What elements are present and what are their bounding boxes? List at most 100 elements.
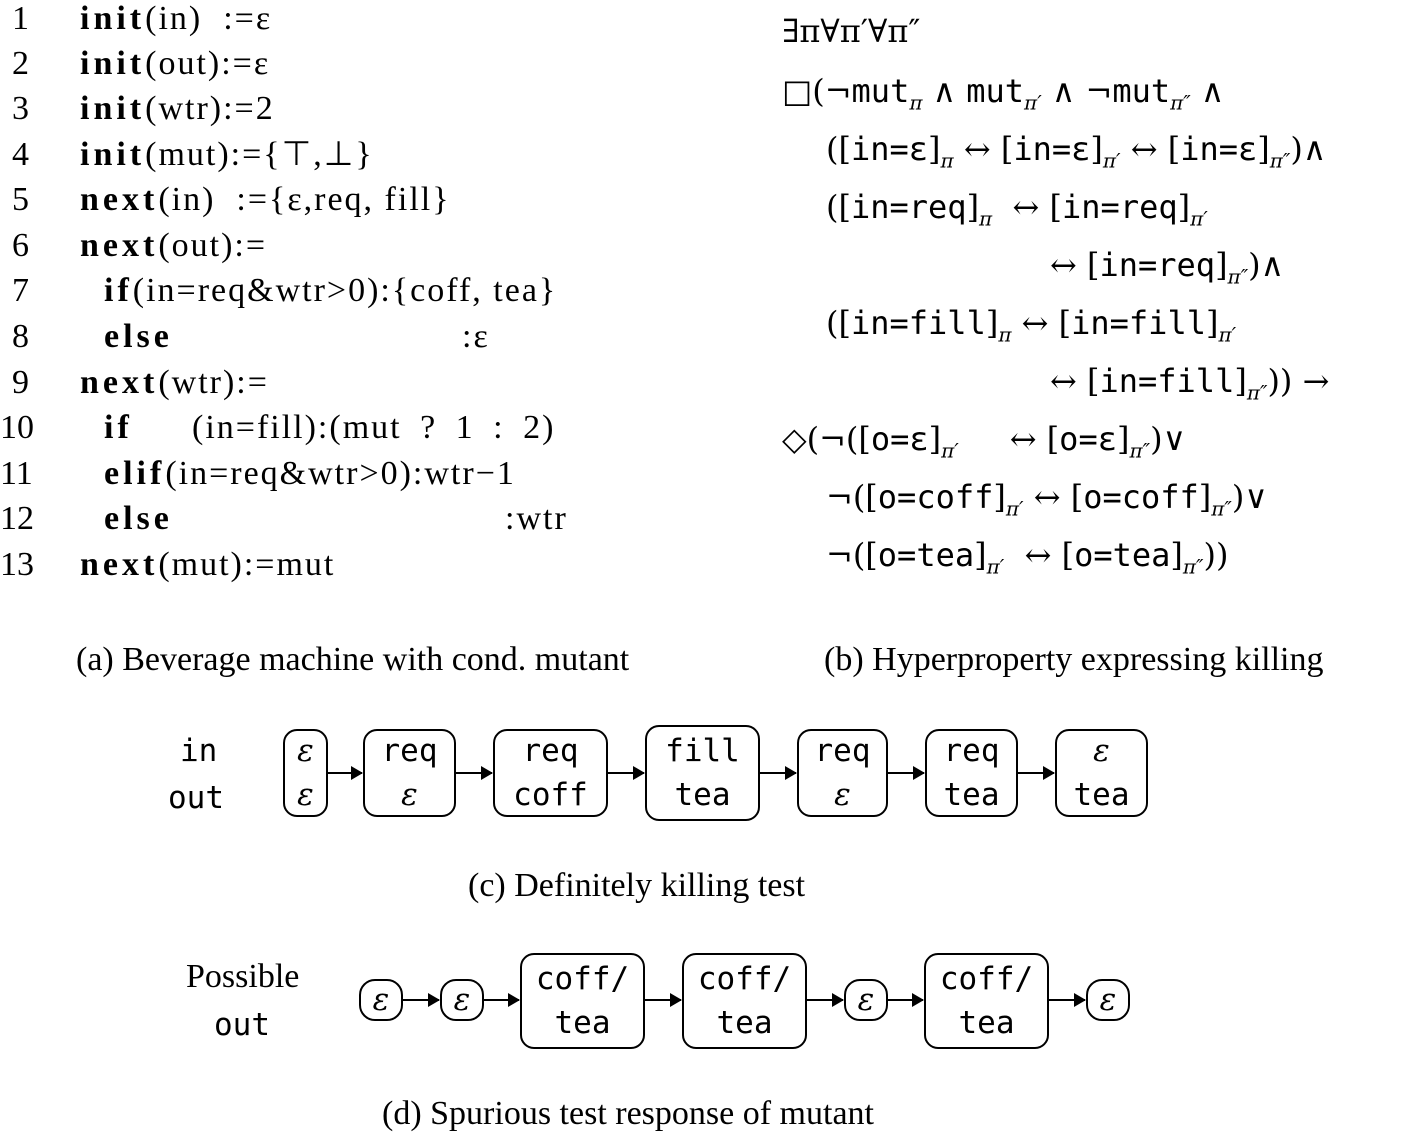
- response-step-box: coff/ tea: [682, 953, 807, 1049]
- step-value: ε: [1099, 982, 1117, 1018]
- step-value: ε: [857, 982, 875, 1018]
- arrow-icon: [1018, 766, 1055, 780]
- step-out: ε: [834, 777, 851, 813]
- code-text: (wtr):=: [158, 364, 269, 401]
- line-number: 2: [12, 45, 29, 82]
- line-number: 9: [12, 364, 29, 401]
- code-line: else: [104, 320, 173, 354]
- line-number: 6: [12, 227, 29, 264]
- line-number: 3: [12, 90, 29, 127]
- row-label-out: out: [168, 780, 224, 816]
- arrow-icon: [888, 766, 925, 780]
- code-line: next(out):=: [80, 229, 267, 263]
- step-out: tea: [1073, 777, 1130, 813]
- code-text: (in) :={ε,req, fill}: [158, 181, 451, 218]
- step-out: coff: [513, 777, 588, 813]
- code-text: (mut):=mut: [158, 546, 336, 583]
- step-value: tea: [958, 1005, 1015, 1041]
- keyword: next: [80, 181, 159, 218]
- step-value: coff/: [939, 961, 1034, 997]
- code-text: (wtr):=2: [145, 90, 275, 127]
- test-step-box: req ε: [797, 729, 888, 817]
- step-in: fill: [665, 733, 740, 769]
- keyword: else: [104, 500, 173, 537]
- line-number: 5: [12, 181, 29, 218]
- arrow-icon: [328, 766, 363, 780]
- caption-b: (b) Hyperproperty expressing killing: [824, 641, 1324, 678]
- code-line: if(in=req&wtr>0):{coff, tea}: [104, 274, 557, 308]
- row-label-out: out: [214, 1007, 270, 1043]
- arrow-icon: [807, 993, 844, 1007]
- line-number: 4: [12, 136, 29, 173]
- code-text: :wtr: [505, 500, 568, 537]
- response-step-box: ε: [844, 979, 888, 1021]
- code-line: next(wtr):=: [80, 366, 269, 400]
- step-in: req: [943, 733, 1000, 769]
- row-label-in: in: [180, 733, 218, 769]
- code-text: (out):=: [158, 227, 268, 264]
- formula-line: ↔ [in=fill]π″)) →: [1050, 362, 1330, 405]
- code-line: next(mut):=mut: [80, 548, 335, 582]
- code-line: init(in) :=ε: [80, 2, 272, 36]
- arrow-icon: [645, 993, 682, 1007]
- arrow-icon: [1049, 993, 1086, 1007]
- keyword: init: [80, 90, 146, 127]
- code-line: elif(in=req&wtr>0):wtr−1: [104, 457, 516, 491]
- arrow-icon: [760, 766, 797, 780]
- test-step-box: ε tea: [1055, 729, 1148, 817]
- code-line: else: [104, 502, 173, 536]
- step-in: req: [814, 733, 871, 769]
- formula-line: □(¬mutπ ∧ mutπ′ ∧ ¬mutπ″ ∧: [782, 72, 1225, 115]
- code-line: init(out):=ε: [80, 47, 270, 81]
- response-step-box: coff/ tea: [520, 953, 645, 1049]
- test-step-box: fill tea: [645, 725, 760, 821]
- formula-line: ¬([o=coff]π′ ↔ [o=coff]π″)∨: [826, 478, 1268, 521]
- step-out: ε: [297, 777, 314, 813]
- code-text: (in=req&wtr>0):{coff, tea}: [132, 272, 558, 309]
- keyword: next: [80, 364, 159, 401]
- step-value: ε: [453, 982, 471, 1018]
- code-line: next(in) :={ε,req, fill}: [80, 183, 451, 217]
- line-number: 8: [12, 318, 29, 355]
- code-text: (mut):={⊤,⊥}: [145, 136, 374, 173]
- keyword: next: [80, 546, 159, 583]
- keyword: if: [104, 272, 133, 309]
- line-number: 11: [0, 455, 33, 492]
- line-number: 12: [0, 500, 34, 537]
- keyword: init: [80, 45, 146, 82]
- step-in: ε: [1093, 733, 1110, 769]
- line-number: 10: [0, 409, 34, 446]
- code-line: init(wtr):=2: [80, 92, 275, 126]
- formula-line: ↔ [in=req]π″)∧: [1050, 246, 1285, 289]
- code-text: (in) :=ε: [145, 0, 273, 37]
- keyword: elif: [104, 455, 166, 492]
- response-step-box: ε: [440, 979, 484, 1021]
- formula-line: ([in=fill]π ↔ [in=fill]π′: [826, 304, 1237, 347]
- line-number: 13: [0, 546, 34, 583]
- arrow-icon: [608, 766, 645, 780]
- line-number: 1: [12, 0, 29, 37]
- step-out: tea: [674, 777, 731, 813]
- step-in: ε: [297, 733, 314, 769]
- response-step-box: ε: [1086, 979, 1130, 1021]
- keyword: init: [80, 136, 146, 173]
- arrow-icon: [456, 766, 493, 780]
- test-step-box: req tea: [925, 729, 1018, 817]
- step-in: req: [381, 733, 438, 769]
- step-value: tea: [554, 1005, 611, 1041]
- caption-a: (a) Beverage machine with cond. mutant: [76, 641, 630, 678]
- response-step-box: coff/ tea: [924, 953, 1049, 1049]
- keyword: next: [80, 227, 159, 264]
- code-text: (out):=ε: [145, 45, 271, 82]
- step-value: coff/: [535, 961, 630, 997]
- formula-line: ◇(¬([o=ε]π′ ↔ [o=ε]π″)∨: [782, 420, 1186, 463]
- formula-line: ¬([o=tea]π′ ↔ [o=tea]π″)): [826, 536, 1229, 579]
- step-out: ε: [401, 777, 418, 813]
- step-value: tea: [716, 1005, 773, 1041]
- line-number: 7: [12, 272, 29, 309]
- test-step-box: req coff: [493, 729, 608, 817]
- caption-d: (d) Spurious test response of mutant: [382, 1095, 874, 1132]
- arrow-icon: [403, 993, 440, 1007]
- keyword: else: [104, 318, 173, 355]
- keyword: if: [104, 409, 133, 446]
